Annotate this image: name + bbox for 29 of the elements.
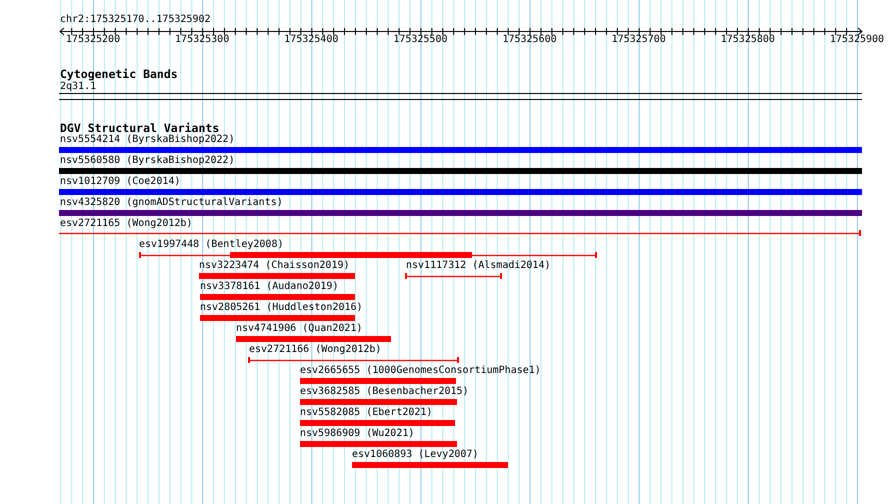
feature-label: nsv5554214 (ByrskaBishop2022) <box>60 134 235 146</box>
tick-label: 175325400 <box>284 34 338 46</box>
tick-label: 175325300 <box>175 34 230 46</box>
feature-label: nsv5582085 (Ebert2021) <box>300 407 432 419</box>
track-title: Cytogenetic Bands <box>60 67 178 81</box>
feature-label: nsv4741906 (Quan2021) <box>236 323 362 335</box>
tick-label: 175325700 <box>612 34 666 46</box>
feature-label: nsv3223474 (Chaisson2019) <box>199 260 350 272</box>
feature-label: esv2721166 (Wong2012b) <box>249 344 382 356</box>
feature-label: nsv5986909 (Wu2021) <box>300 428 414 440</box>
feature-label: esv2721165 (Wong2012b) <box>60 218 192 230</box>
feature-label: nsv2805261 (Huddleston2016) <box>200 302 363 314</box>
feature-label: esv1997448 (Bentley2008) <box>139 239 284 251</box>
tick-label: 175325500 <box>393 34 448 46</box>
tick-label: 175325900 <box>830 34 884 46</box>
tick-label: 175325600 <box>502 34 557 46</box>
feature-label: nsv3378161 (Audano2019) <box>200 281 338 293</box>
feature-label: nsv1012709 (Coe2014) <box>60 176 180 188</box>
feature-label: nsv5560580 (ByrskaBishop2022) <box>60 155 235 167</box>
feature-label: nsv4325820 (gnomADStructuralVariants) <box>60 197 283 209</box>
feature-label: nsv1117312 (Alsmadi2014) <box>406 260 550 272</box>
track-title: DGV Structural Variants <box>60 121 220 135</box>
tick-label: 175325200 <box>66 34 120 46</box>
feature-label: esv1060893 (Levy2007) <box>352 449 478 461</box>
band-label: 2q31.1 <box>60 81 96 93</box>
tick-label: 175325800 <box>720 34 775 46</box>
feature-label: esv3682585 (Besenbacher2015) <box>300 386 469 398</box>
locus-label: chr2:175325170..175325902 <box>60 14 211 26</box>
feature-label: esv2665655 (1000GenomesConsortiumPhase1) <box>300 365 541 377</box>
